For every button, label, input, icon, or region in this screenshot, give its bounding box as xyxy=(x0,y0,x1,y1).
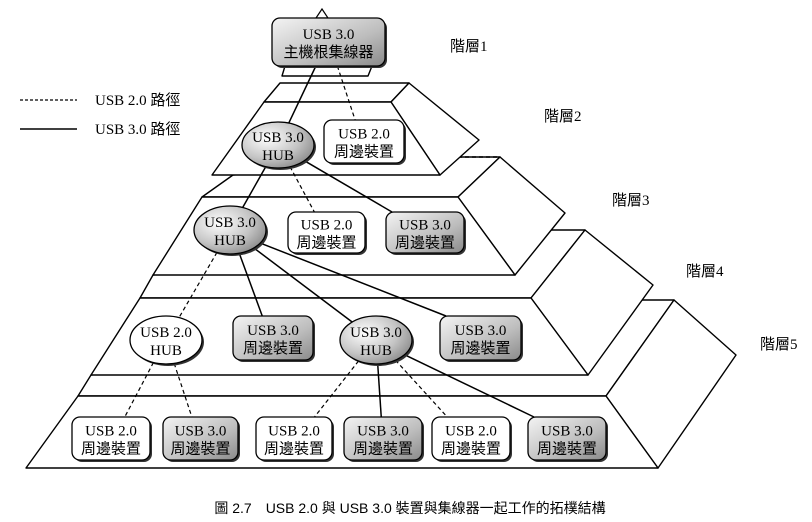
hub-shape xyxy=(129,315,203,365)
node-role-label: 周邊裝置 xyxy=(395,235,455,252)
connection-dashed-t4hub1-t5dev2 xyxy=(173,363,193,418)
tier-1-label: 階層1 xyxy=(450,38,488,55)
tier-2-label: 階層2 xyxy=(544,108,582,125)
node-type-label: USB 3.0 xyxy=(455,323,507,339)
device-shape xyxy=(527,416,607,461)
node-role-label: 周邊裝置 xyxy=(537,441,597,458)
node-role-label: HUB xyxy=(360,343,392,359)
node-type-label: USB 2.0 xyxy=(445,424,497,440)
tier-5-label: 階層5 xyxy=(760,336,798,353)
node-role-label: 周邊裝置 xyxy=(353,441,413,458)
node-role-label: HUB xyxy=(214,233,246,249)
tier-3-label: 階層3 xyxy=(612,192,650,209)
device-shape xyxy=(255,416,333,461)
device-shape xyxy=(323,119,405,164)
connection-dashed-t3hub-t4hub1 xyxy=(178,252,218,318)
node-role-label: 周邊裝置 xyxy=(81,441,141,458)
node-role-label: 周邊裝置 xyxy=(450,340,510,357)
connections xyxy=(124,65,535,418)
device-shape xyxy=(343,416,423,461)
node-type-label: USB 2.0 xyxy=(268,424,320,440)
connection-solid-t3hub-t4dev1 xyxy=(238,252,263,317)
legend-usb2-label: USB 2.0 路徑 xyxy=(95,92,180,109)
connection-solid-t2hub-t3hub xyxy=(242,166,267,208)
node-role-label: HUB xyxy=(262,148,294,164)
legend-usb3-label: USB 3.0 路徑 xyxy=(95,121,180,138)
figure-caption: 圖 2.7 USB 2.0 與 USB 3.0 裝置與集線器一起工作的拓樸結構 xyxy=(214,500,605,516)
connection-solid-root-t2hub xyxy=(288,65,317,124)
hub-shape xyxy=(193,205,267,255)
connection-solid-t3hub-t4hub2 xyxy=(253,247,353,323)
tier-4-label: 階層4 xyxy=(686,263,724,280)
node-type-label: USB 3.0 xyxy=(252,130,304,146)
device-shape xyxy=(71,416,151,461)
node-type-label: USB 3.0 xyxy=(350,325,402,341)
connection-solid-t4hub2-t5dev4 xyxy=(376,363,382,418)
node-role-label: 周邊裝置 xyxy=(441,441,501,458)
node-role-label: HUB xyxy=(150,343,182,359)
device-shape xyxy=(439,315,522,361)
connection-dashed-t4hub1-t5dev1 xyxy=(124,362,154,418)
node-type-label: USB 2.0 xyxy=(140,325,192,341)
upstream-arrow-icon xyxy=(314,7,330,19)
connection-dashed-t2hub-t3dev1 xyxy=(289,166,315,213)
node-type-label: USB 3.0 xyxy=(541,424,593,440)
node-type-label: USB 3.0 xyxy=(175,424,227,440)
node-role-label: 周邊裝置 xyxy=(296,235,356,252)
connection-solid-t2hub-t3dev2 xyxy=(303,160,393,213)
node-role-label: 周邊裝置 xyxy=(243,340,303,357)
node-type-label: USB 3.0 xyxy=(204,215,256,231)
connection-dashed-root-t2dev xyxy=(336,65,356,121)
device-shape xyxy=(232,315,314,361)
connection-solid-t4hub2-t5dev6 xyxy=(404,354,535,418)
connection-dashed-t4hub2-t5dev3 xyxy=(314,360,360,418)
node-role-label: 周邊裝置 xyxy=(170,441,230,458)
node-type-label: USB 3.0 xyxy=(247,323,299,339)
node-type-label: USB 2.0 xyxy=(338,127,390,143)
hub-shape xyxy=(339,315,413,365)
node-role-label: 周邊裝置 xyxy=(264,441,324,458)
device-shape xyxy=(431,416,511,461)
hub-shape xyxy=(241,121,315,169)
node-type-label: USB 3.0 xyxy=(357,424,409,440)
node-role-label: 周邊裝置 xyxy=(334,144,394,161)
legend: USB 2.0 路徑 USB 3.0 路徑 xyxy=(20,92,180,138)
node-type-label: USB 3.0 xyxy=(303,27,355,43)
device-shape xyxy=(287,211,366,254)
node-type-label: USB 3.0 xyxy=(399,218,451,234)
connection-dashed-t4hub2-t5dev5 xyxy=(395,359,448,418)
node-type-label: USB 2.0 xyxy=(301,218,353,234)
device-shape xyxy=(162,416,239,461)
node-role-label: 主機根集線器 xyxy=(283,44,373,61)
connection-solid-t3hub-t4dev2 xyxy=(259,242,447,317)
device-shape xyxy=(385,211,465,254)
node-type-label: USB 2.0 xyxy=(85,424,137,440)
device-shape xyxy=(271,17,386,67)
